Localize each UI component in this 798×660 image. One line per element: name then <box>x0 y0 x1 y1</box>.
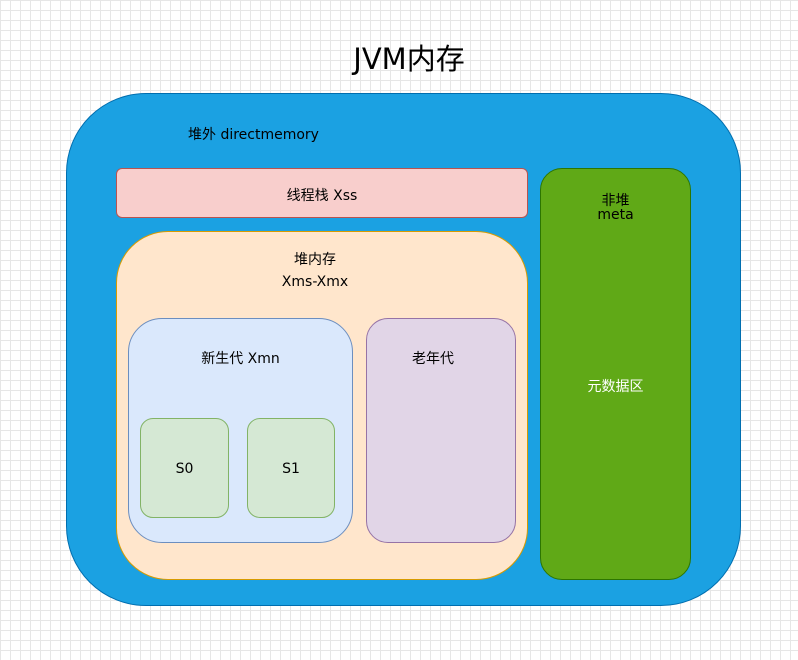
survivor-s0-label: S0 <box>175 461 194 477</box>
metadata-area-label: 元数据区 <box>587 379 644 395</box>
survivor-s1-box <box>247 418 335 518</box>
nonheap-region <box>540 168 691 580</box>
diagram-title: JVM内存 <box>353 42 465 76</box>
thread-stack-label: 线程栈 Xss <box>286 188 358 204</box>
nonheap-meta-label: meta <box>597 207 634 223</box>
nonheap-label: 非堆 <box>601 193 630 209</box>
survivor-s0-box <box>140 418 229 518</box>
survivor-s1-label: S1 <box>282 461 300 477</box>
offheap-label: 堆外 directmemory <box>188 127 319 143</box>
thread-stack-box <box>116 168 528 218</box>
heap-label: 堆内存 <box>294 252 336 268</box>
heap-size-label: Xms-Xmx <box>281 274 349 290</box>
old-generation-box <box>366 318 516 543</box>
young-generation-label: 新生代 Xmn <box>201 351 280 367</box>
old-generation-label: 老年代 <box>412 351 454 367</box>
